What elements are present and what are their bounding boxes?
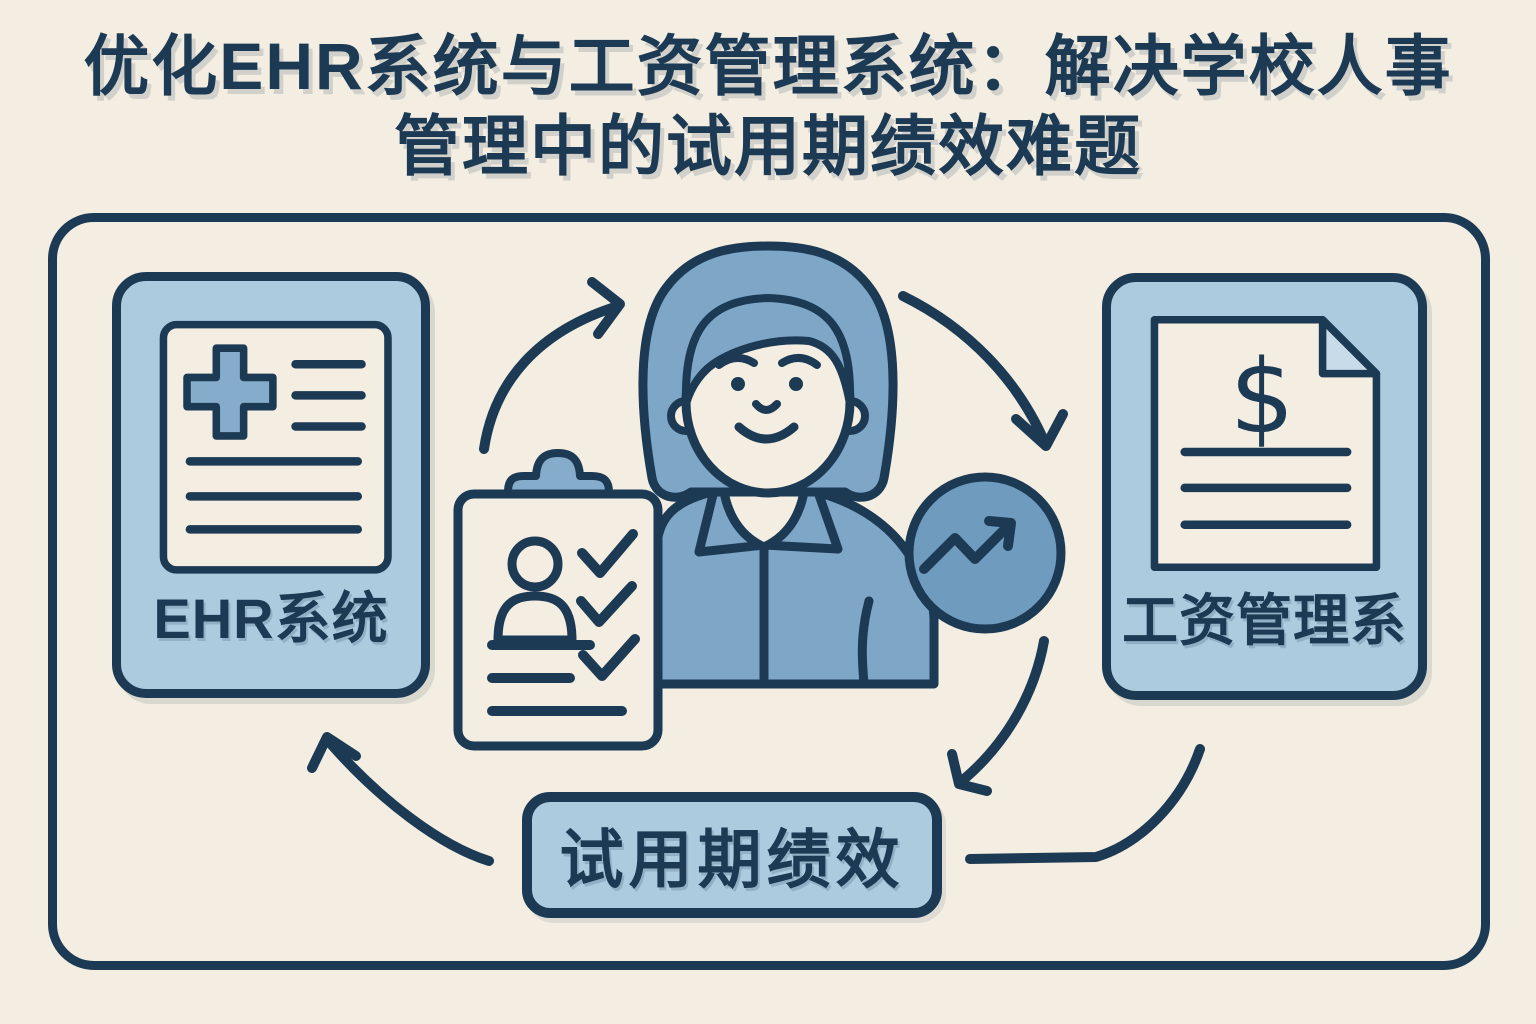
folded-corner [1318,315,1381,378]
diagram-border [48,213,1490,970]
payroll-system-card: $ 工资管理系 [1102,273,1427,700]
title-line-1: 优化EHR系统与工资管理系统：解决学校人事 [83,29,1453,103]
payroll-card-label: 工资管理系 [1122,589,1407,652]
ehr-system-card: EHR系统 [112,272,430,698]
dollar-document-icon: $ [1150,315,1381,572]
probation-performance-label: 试用期绩效 [522,792,942,918]
probation-performance-text: 试用期绩效 [559,824,905,896]
page-title: 优化EHR系统与工资管理系统：解决学校人事 管理中的试用期绩效难题 [0,26,1536,186]
ehr-card-label: EHR系统 [153,587,389,650]
title-line-2: 管理中的试用期绩效难题 [394,109,1142,183]
dollar-sign-icon: $ [1230,338,1295,457]
document-with-medical-cross-icon [159,320,392,574]
medical-cross-icon [183,344,277,440]
